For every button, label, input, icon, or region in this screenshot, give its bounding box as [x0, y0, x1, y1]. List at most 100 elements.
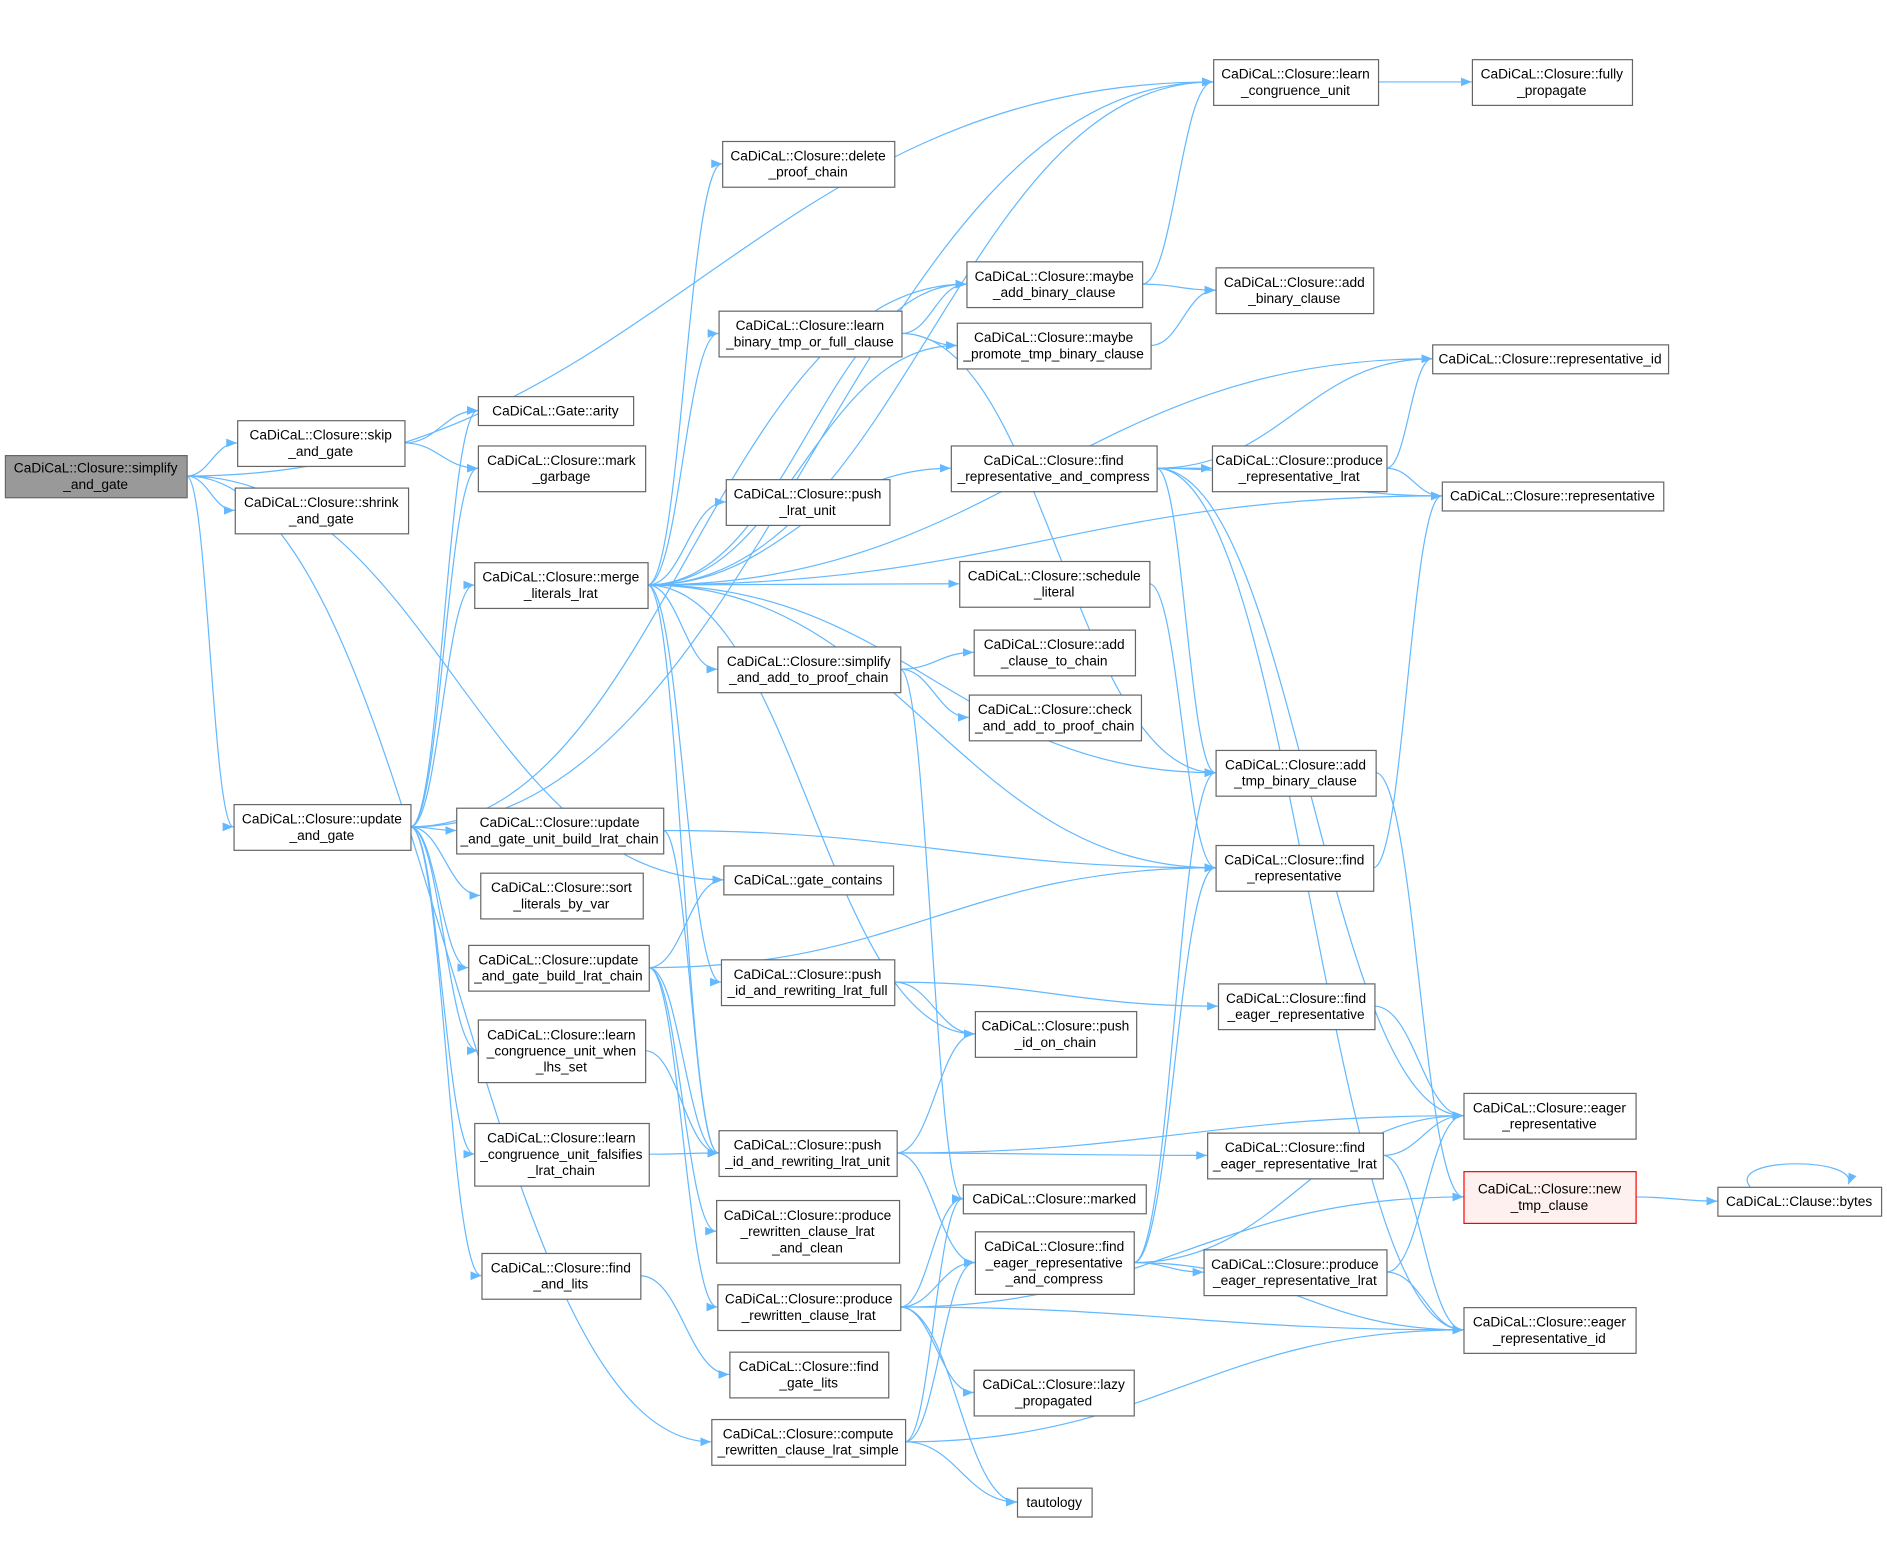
node-simplify-and-gate[interactable]: CaDiCaL::Closure::simplify_and_gate — [4, 454, 188, 499]
node-update-and-gate[interactable]: CaDiCaL::Closure::update_and_gate — [233, 803, 412, 851]
node-find-eager-rep-lrat[interactable]: CaDiCaL::Closure::find_eager_representat… — [1207, 1132, 1384, 1180]
node-find-eager-rep[interactable]: CaDiCaL::Closure::find_eager_representat… — [1217, 983, 1376, 1031]
node-produce-eager-rep-lrat[interactable]: CaDiCaL::Closure::produce_eager_represen… — [1203, 1249, 1388, 1297]
node-box[interactable] — [468, 944, 650, 992]
node-simplify-add-proof[interactable]: CaDiCaL::Closure::simplify_and_add_to_pr… — [717, 646, 902, 694]
node-box[interactable] — [956, 322, 1152, 370]
node-box[interactable] — [1717, 1186, 1883, 1217]
node-box[interactable] — [973, 629, 1137, 677]
node-bytes[interactable]: CaDiCaL::Clause::bytes — [1717, 1186, 1883, 1217]
node-produce-rewritten-clean[interactable]: CaDiCaL::Closure::produce_rewritten_clau… — [716, 1199, 901, 1264]
node-box[interactable] — [1213, 59, 1380, 106]
node-box[interactable] — [1432, 344, 1670, 375]
node-box[interactable] — [722, 140, 896, 188]
node-box[interactable] — [477, 1019, 647, 1084]
node-box[interactable] — [1463, 1307, 1637, 1354]
node-box[interactable] — [1215, 844, 1375, 892]
node-find-representative[interactable]: CaDiCaL::Closure::find_representative — [1215, 844, 1375, 892]
node-eager-representative-id[interactable]: CaDiCaL::Closure::eager_representative_i… — [1463, 1307, 1637, 1354]
node-box[interactable] — [1215, 267, 1375, 315]
node-find-gate-lits[interactable]: CaDiCaL::Closure::find_gate_lits — [729, 1351, 890, 1399]
node-box[interactable] — [233, 803, 412, 851]
node-box[interactable] — [973, 1369, 1135, 1417]
node-box[interactable] — [474, 1122, 650, 1187]
node-box[interactable] — [237, 420, 406, 468]
node-box[interactable] — [480, 872, 644, 920]
node-box[interactable] — [717, 1284, 902, 1332]
node-learn-congruence-unit[interactable]: CaDiCaL::Closure::learn_congruence_unit — [1213, 59, 1380, 106]
node-box[interactable] — [234, 487, 410, 535]
node-box[interactable] — [720, 959, 896, 1007]
node-box[interactable] — [1203, 1249, 1388, 1297]
node-box[interactable] — [1215, 749, 1377, 797]
node-push-rewriting-unit[interactable]: CaDiCaL::Closure::push_id_and_rewriting_… — [718, 1130, 898, 1178]
node-box[interactable] — [1211, 445, 1388, 493]
node-find-and-lits[interactable]: CaDiCaL::Closure::find_and_lits — [481, 1252, 642, 1300]
node-check-add-proof[interactable]: CaDiCaL::Closure::check_and_add_to_proof… — [968, 694, 1143, 742]
node-box[interactable] — [1016, 1487, 1093, 1518]
node-produce-rewritten[interactable]: CaDiCaL::Closure::produce_rewritten_clau… — [717, 1284, 902, 1332]
node-compute-rewritten-simple[interactable]: CaDiCaL::Closure::compute_rewritten_clau… — [711, 1418, 907, 1466]
node-tautology[interactable]: tautology — [1016, 1487, 1093, 1518]
node-box[interactable] — [723, 865, 895, 896]
node-gate-contains[interactable]: CaDiCaL::gate_contains — [723, 865, 895, 896]
node-produce-rep-lrat[interactable]: CaDiCaL::Closure::produce_representative… — [1211, 445, 1388, 493]
node-box[interactable] — [4, 454, 188, 499]
node-box[interactable] — [974, 1231, 1135, 1295]
node-push-id-on-chain[interactable]: CaDiCaL::Closure::push_id_on_chain — [974, 1010, 1138, 1058]
node-box[interactable] — [950, 445, 1158, 493]
node-arity[interactable]: CaDiCaL::Gate::arity — [477, 396, 635, 427]
node-add-tmp-binary-clause[interactable]: CaDiCaL::Closure::add_tmp_binary_clause — [1215, 749, 1377, 797]
node-box[interactable] — [718, 310, 903, 358]
node-box[interactable] — [716, 1199, 901, 1264]
node-box[interactable] — [481, 1252, 642, 1300]
node-push-rewriting-full[interactable]: CaDiCaL::Closure::push_id_and_rewriting_… — [720, 959, 896, 1007]
node-box[interactable] — [962, 1184, 1147, 1215]
node-box[interactable] — [1463, 1092, 1637, 1140]
node-box[interactable] — [729, 1351, 890, 1399]
node-find-eager-rep-compress[interactable]: CaDiCaL::Closure::find_eager_representat… — [974, 1231, 1135, 1295]
node-maybe-promote[interactable]: CaDiCaL::Closure::maybe_promote_tmp_bina… — [956, 322, 1152, 370]
node-box[interactable] — [717, 646, 902, 694]
node-box[interactable] — [477, 396, 635, 427]
node-skip-and-gate[interactable]: CaDiCaL::Closure::skip_and_gate — [237, 420, 406, 468]
node-representative[interactable]: CaDiCaL::Closure::representative — [1441, 481, 1665, 512]
node-box[interactable] — [474, 562, 649, 610]
node-maybe-add-binary-clause[interactable]: CaDiCaL::Closure::maybe_add_binary_claus… — [966, 261, 1144, 309]
node-fully-propagate[interactable]: CaDiCaL::Closure::fully_propagate — [1471, 59, 1634, 106]
node-marked[interactable]: CaDiCaL::Closure::marked — [962, 1184, 1147, 1215]
node-box[interactable] — [974, 1010, 1138, 1058]
node-box[interactable] — [725, 479, 891, 526]
node-merge-literals-lrat[interactable]: CaDiCaL::Closure::merge_literals_lrat — [474, 562, 649, 610]
node-mark-garbage[interactable]: CaDiCaL::Closure::mark_garbage — [477, 445, 647, 493]
node-shrink-and-gate[interactable]: CaDiCaL::Closure::shrink_and_gate — [234, 487, 410, 535]
node-learn-binary-tmp[interactable]: CaDiCaL::Closure::learn_binary_tmp_or_fu… — [718, 310, 903, 358]
node-eager-representative[interactable]: CaDiCaL::Closure::eager_representative — [1463, 1092, 1637, 1140]
node-schedule-literal[interactable]: CaDiCaL::Closure::schedule_literal — [959, 560, 1151, 608]
node-box[interactable] — [1217, 983, 1376, 1031]
node-lazy-propagated[interactable]: CaDiCaL::Closure::lazy_propagated — [973, 1369, 1135, 1417]
node-box[interactable] — [1207, 1132, 1384, 1180]
node-box[interactable] — [1463, 1171, 1637, 1224]
node-add-binary-clause[interactable]: CaDiCaL::Closure::add_binary_clause — [1215, 267, 1375, 315]
node-box[interactable] — [718, 1130, 898, 1178]
node-box[interactable] — [968, 694, 1143, 742]
node-sort-literals-by-var[interactable]: CaDiCaL::Closure::sort_literals_by_var — [480, 872, 644, 920]
node-find-rep-compress[interactable]: CaDiCaL::Closure::find_representative_an… — [950, 445, 1158, 493]
node-box[interactable] — [1441, 481, 1665, 512]
node-box[interactable] — [456, 807, 665, 855]
node-push-lrat-unit[interactable]: CaDiCaL::Closure::push_lrat_unit — [725, 479, 891, 526]
node-box[interactable] — [711, 1418, 907, 1466]
node-box[interactable] — [1471, 59, 1634, 106]
node-lcu-falsifies[interactable]: CaDiCaL::Closure::learn_congruence_unit_… — [474, 1122, 650, 1187]
node-update-build[interactable]: CaDiCaL::Closure::update_and_gate_build_… — [468, 944, 650, 992]
node-representative-id[interactable]: CaDiCaL::Closure::representative_id — [1432, 344, 1670, 375]
node-new-tmp-clause[interactable]: CaDiCaL::Closure::new_tmp_clause — [1463, 1171, 1637, 1224]
node-box[interactable] — [959, 560, 1151, 608]
node-lcu-when-lhs-set[interactable]: CaDiCaL::Closure::learn_congruence_unit_… — [477, 1019, 647, 1084]
node-delete-proof-chain[interactable]: CaDiCaL::Closure::delete_proof_chain — [722, 140, 896, 188]
node-add-clause-to-chain[interactable]: CaDiCaL::Closure::add_clause_to_chain — [973, 629, 1137, 677]
node-box[interactable] — [966, 261, 1144, 309]
node-box[interactable] — [477, 445, 647, 493]
node-update-unit-build[interactable]: CaDiCaL::Closure::update_and_gate_unit_b… — [456, 807, 665, 855]
